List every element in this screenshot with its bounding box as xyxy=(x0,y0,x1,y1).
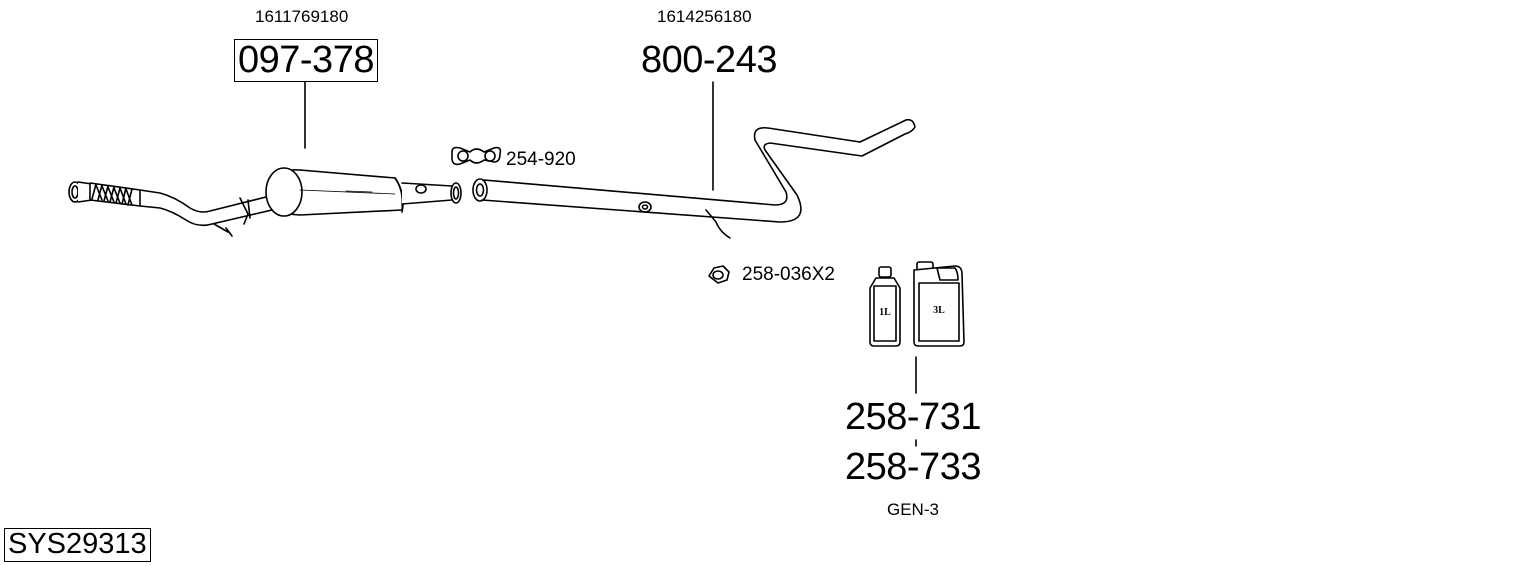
additive-part-number-2: 258-733 xyxy=(845,446,981,488)
additive-note: GEN-3 xyxy=(887,500,939,519)
oem-number-2: 1614256180 xyxy=(657,7,752,26)
rubber-mount-part-number: 258-036X2 xyxy=(742,264,835,285)
particulate-filter-icon xyxy=(265,167,462,217)
clamp-icon xyxy=(451,146,502,166)
rear-pipe-icon xyxy=(472,118,916,239)
rubber-mount-icon xyxy=(708,265,730,284)
front-pipe-icon xyxy=(68,181,273,237)
part-number-097-378: 097-378 xyxy=(234,39,378,82)
additive-part-number-1: 258-731 xyxy=(845,396,981,438)
container-large-label: 3L xyxy=(933,305,945,316)
clamp-part-number: 254-920 xyxy=(506,149,576,170)
bottle-small-label: 1L xyxy=(879,307,891,318)
oem-number-1: 1611769180 xyxy=(255,7,349,26)
container-large-icon xyxy=(913,261,965,347)
part-number-800-243: 800-243 xyxy=(641,39,777,81)
system-id: SYS29313 xyxy=(4,528,151,562)
bottle-small-icon xyxy=(869,266,901,347)
